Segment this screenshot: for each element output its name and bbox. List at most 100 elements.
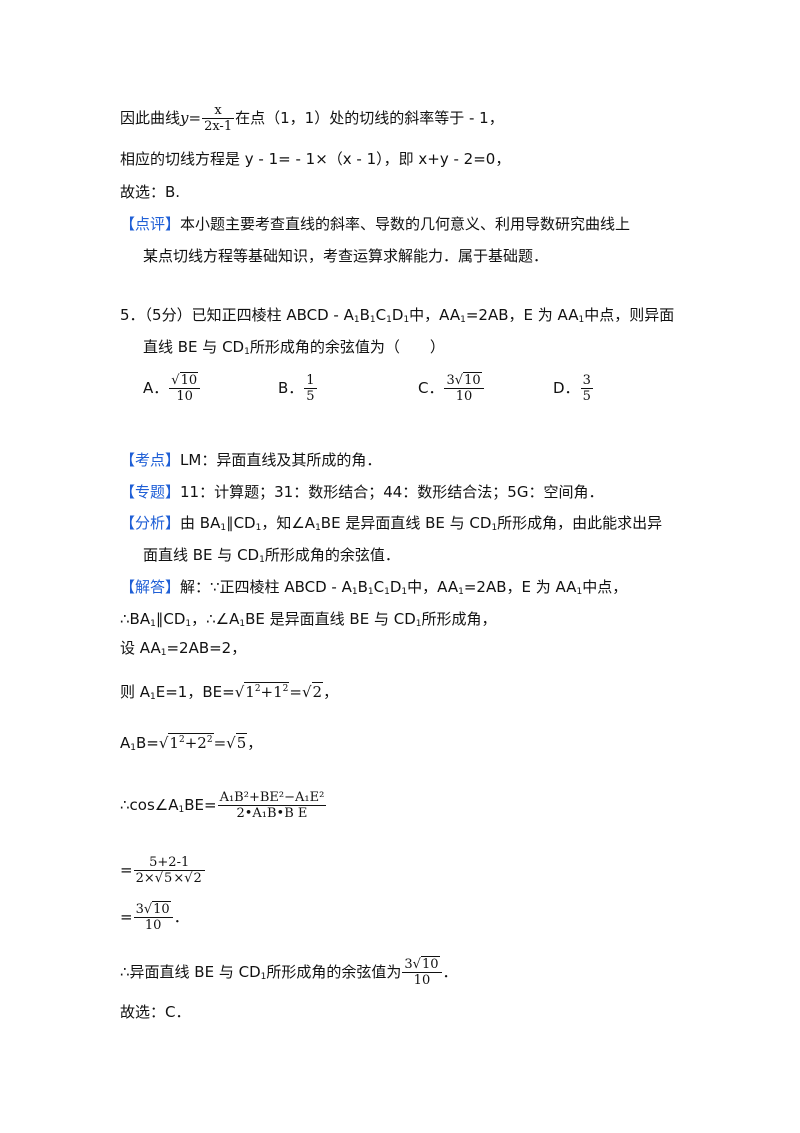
sub: 1 xyxy=(315,523,321,533)
times: × xyxy=(173,871,185,886)
sqrt-expression: √12+12=√2 xyxy=(234,682,324,701)
text: LM：异面直线及其所成的角． xyxy=(180,451,382,469)
prev-solution-answer: 故选：B. xyxy=(120,183,181,201)
text: ，知∠A xyxy=(261,514,316,532)
sub: 1 xyxy=(386,315,392,325)
text: BE 是异面直线 BE 与 CD xyxy=(245,610,416,628)
numerator: A₁B²+BE²−A₁E² xyxy=(217,790,327,806)
text: 本小题主要考查直线的斜率、导数的几何意义、利用导数研究曲线上 xyxy=(180,215,631,233)
text: ，∴∠A xyxy=(191,610,240,628)
term: 1 xyxy=(245,683,255,701)
text: =2AB，E 为 AA xyxy=(465,306,579,324)
text: y= xyxy=(180,109,202,127)
text: D xyxy=(391,306,404,324)
sub: 1 xyxy=(259,555,265,565)
sub: 1 xyxy=(369,315,376,325)
radicand: 12+22 xyxy=(168,733,214,752)
sub: 1 xyxy=(401,587,408,597)
text: ∥CD xyxy=(155,610,186,628)
text: B xyxy=(357,578,368,596)
text: 所形成角的余弦值为（ ） xyxy=(249,338,445,356)
knowledge-point: 【考点】LM：异面直线及其所成的角． xyxy=(120,448,381,472)
denominator: 5 xyxy=(582,389,591,404)
numerator: 1 xyxy=(304,373,317,389)
sub: 1 xyxy=(458,587,464,597)
sub: 1 xyxy=(578,315,585,325)
zhuanti-tag: 【专题】 xyxy=(120,483,181,501)
text: 面直线 BE 与 CD xyxy=(143,546,260,564)
solution-line-2: ∴BA1∥CD1，∴∠A1BE 是异面直线 BE 与 CD1所形成角， xyxy=(120,607,497,636)
text: C xyxy=(375,306,387,324)
sub: 1 xyxy=(178,805,185,815)
sub: 1 xyxy=(353,315,360,325)
question-5-line-2: 直线 BE 与 CD1所形成角的余弦值为（ ） xyxy=(143,335,445,364)
text: ． xyxy=(173,908,189,926)
text: BE= xyxy=(184,796,217,814)
radicand: 10 xyxy=(179,372,199,388)
exponent: 2 xyxy=(254,684,261,694)
exponent: 2 xyxy=(178,735,185,745)
equals: = xyxy=(289,683,302,701)
coefficient: 3 xyxy=(446,373,455,388)
denominator: 10 xyxy=(176,389,193,404)
sub: 1 xyxy=(150,692,156,702)
term: 1 xyxy=(169,734,179,752)
text: 所形成角的余弦值为 xyxy=(266,963,402,981)
text: ∴BA xyxy=(120,610,151,628)
sub: 1 xyxy=(160,648,167,658)
denominator: 2•A₁B•B E xyxy=(236,806,308,821)
coefficient: 3 xyxy=(404,957,413,972)
solution-line-4: 则 A1E=1，BE=√12+12=√2， xyxy=(120,677,338,709)
solution-answer: 故选：C． xyxy=(120,1003,191,1021)
sub: 1 xyxy=(384,587,390,597)
numerator: √10 xyxy=(169,372,201,389)
equals: = xyxy=(120,908,133,926)
sub: 1 xyxy=(491,523,498,533)
numerator: 5+2-1 xyxy=(133,855,205,871)
text: ， xyxy=(323,683,339,701)
radicand: 12+12 xyxy=(244,682,290,701)
option-label: B． xyxy=(278,379,304,397)
sub: 1 xyxy=(244,347,250,357)
prev-solution-line-2: 相应的切线方程是 y - 1= - 1×（x - 1），即 x+y - 2=0， xyxy=(120,150,511,168)
equals: = xyxy=(120,861,133,879)
fenxi-tag: 【分析】 xyxy=(120,514,181,532)
text: C xyxy=(373,578,385,596)
text: 因此曲线 xyxy=(120,109,181,127)
solution-line-1: 【解答】解：∵正四棱柱 ABCD - A1B1C1D1中，AA1=2AB，E 为… xyxy=(120,575,627,604)
text: E=1，BE= xyxy=(155,683,235,701)
sub: 1 xyxy=(460,315,466,325)
text: 所形成角的余弦值． xyxy=(264,546,400,564)
text: D xyxy=(389,578,402,596)
radicand: 10 xyxy=(420,956,440,972)
radicand: 5 xyxy=(235,733,248,752)
coefficient: 3 xyxy=(135,902,144,917)
jieda-tag: 【解答】 xyxy=(120,578,181,596)
text: 在点（1，1）处的切线的斜率等于 - 1， xyxy=(235,109,504,127)
option-label: A． xyxy=(143,379,169,397)
text: 中点， xyxy=(582,578,628,596)
term: +2 xyxy=(184,734,207,752)
text: 设 AA xyxy=(120,639,161,657)
topic: 【专题】11：计算题；31：数形结合；44：数形结合法；5G：空间角． xyxy=(120,480,603,504)
text: =2AB，E 为 AA xyxy=(463,578,577,596)
text: ∴cos∠A xyxy=(120,796,179,814)
term: +1 xyxy=(260,683,283,701)
text: 5．（5分）已知正四棱柱 ABCD - A xyxy=(120,306,354,324)
text: BE 是异面直线 BE 与 CD xyxy=(320,514,492,532)
sqrt-expression: √12+22=√5 xyxy=(158,733,248,752)
text: ∴异面直线 BE 与 CD xyxy=(120,963,261,981)
text: 则 A xyxy=(120,683,151,701)
